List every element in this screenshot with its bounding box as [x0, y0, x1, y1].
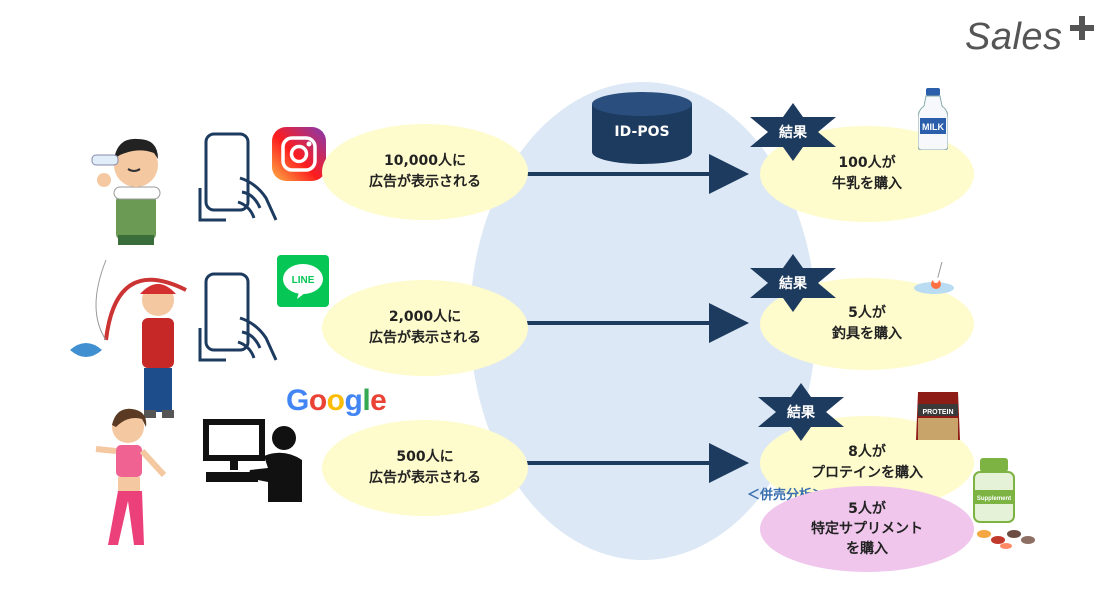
cross-count: 5人が	[848, 501, 886, 517]
result-text: 牛乳を購入	[832, 176, 902, 192]
result-badge-star-2	[750, 254, 836, 312]
milk-bottle-icon: MILK	[918, 88, 948, 150]
smartphone-hand-icon	[198, 272, 278, 362]
result-badge-star-3	[758, 383, 844, 441]
milk-label: MILK	[922, 122, 944, 132]
protein-label: PROTEIN	[922, 409, 953, 416]
impressions-text: 広告が表示される	[369, 174, 481, 190]
impressions-text: 広告が表示される	[369, 470, 481, 486]
logo-plus-icon	[1070, 16, 1094, 40]
cross-action: を購入	[846, 541, 888, 557]
result-badge-label-1: 結果	[779, 125, 807, 141]
impressions-bubble-3: 500人に 広告が表示される	[322, 420, 528, 516]
impressions-count: 2,000人に	[388, 309, 462, 325]
supplement-bottle-icon: Supplement	[973, 458, 1035, 549]
cross-product: 特定サプリメント	[811, 521, 923, 537]
fishing-float-icon	[914, 262, 954, 294]
protein-bag-icon: PROTEIN	[916, 392, 960, 440]
impressions-count: 500人に	[396, 449, 454, 465]
result-count: 5人が	[848, 305, 886, 321]
sales-plus-logo: Sales	[965, 16, 1063, 59]
line-label: LINE	[292, 275, 315, 286]
google-logo: Google	[286, 384, 387, 417]
logo-text: Sales	[965, 16, 1063, 58]
impressions-bubble-2: 2,000人に 広告が表示される	[322, 280, 528, 376]
database-label: ID-POS	[614, 124, 670, 140]
result-badge-label-3: 結果	[787, 405, 815, 421]
cross-analysis-bubble: 5人が 特定サプリメント を購入	[760, 486, 974, 572]
person-running-icon	[95, 408, 167, 545]
result-count: 100人が	[838, 155, 896, 171]
result-badge-label-2: 結果	[779, 276, 807, 292]
smartphone-hand-icon	[198, 132, 278, 222]
impressions-bubble-1: 10,000人に 広告が表示される	[322, 124, 528, 220]
computer-user-icon	[203, 419, 302, 502]
person-fishing-icon	[70, 259, 187, 418]
database-icon	[592, 92, 692, 164]
instagram-icon	[272, 127, 326, 181]
result-text: プロテインを購入	[811, 465, 923, 481]
line-icon: LINE	[277, 255, 329, 307]
impressions-count: 10,000人に	[383, 153, 467, 169]
person-drinking-milk-icon	[91, 138, 161, 245]
impressions-text: 広告が表示される	[369, 330, 481, 346]
result-text: 釣具を購入	[832, 326, 902, 342]
result-count: 8人が	[848, 444, 886, 460]
result-badge-star-1	[750, 103, 836, 161]
supplement-label: Supplement	[977, 496, 1011, 502]
